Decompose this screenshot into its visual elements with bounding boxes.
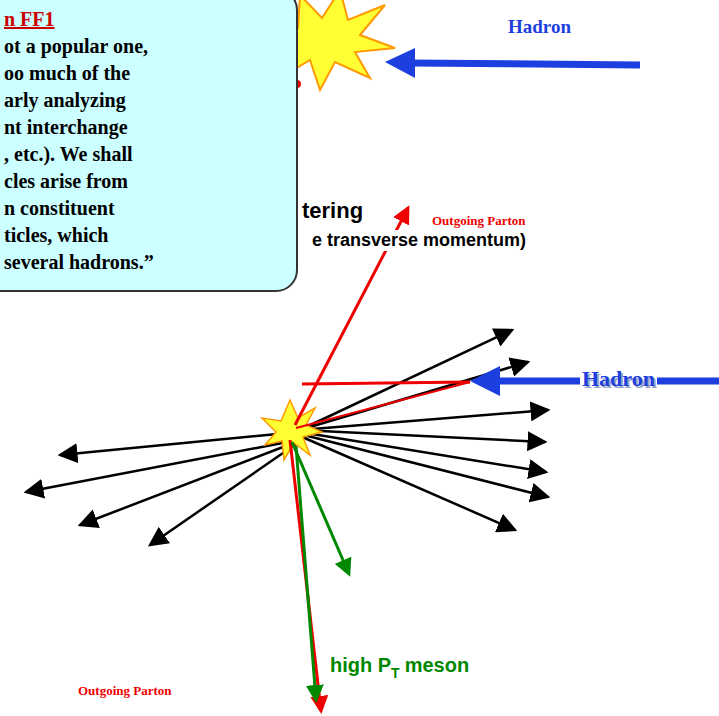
hadron-arrowhead (470, 366, 500, 396)
hadron-arrowhead (385, 48, 415, 78)
callout-text: ticles, which (4, 222, 286, 249)
callout-text: nt interchange (4, 114, 286, 141)
callout-text: , etc.). We shall (4, 141, 286, 168)
meson-label: high P (330, 654, 391, 677)
meson-label-subscript: T (391, 665, 400, 681)
parton-label: Outgoing Parton (432, 214, 526, 229)
callout-text: arly analyzing (4, 87, 286, 114)
callout-text: several hadrons.” (4, 249, 286, 276)
callout-text: oo much of the (4, 60, 286, 87)
particle-label: Hadron (508, 16, 571, 38)
callout-heading: n FF1 (4, 6, 286, 33)
incoming-parton (296, 382, 470, 428)
incoming-parton (302, 382, 470, 384)
meson-label: meson (405, 654, 469, 677)
caption-fragment: e transverse momentum) (310, 230, 528, 251)
parton-label: Outgoing Parton (78, 684, 172, 699)
particle-label: Hadron (580, 366, 657, 391)
particle-tracks (26, 330, 548, 545)
callout-text: n constituent (4, 195, 286, 222)
caption-fragment: tering (300, 198, 365, 223)
hadron-arrow (410, 63, 640, 65)
callout-text: ot a popular one, (4, 33, 286, 60)
callout-text: cles arise from (4, 168, 286, 195)
meson-track (296, 446, 316, 700)
outgoing-parton (290, 440, 321, 711)
callout-box: n FF1ot a popular one,oo much of thearly… (0, 0, 298, 292)
